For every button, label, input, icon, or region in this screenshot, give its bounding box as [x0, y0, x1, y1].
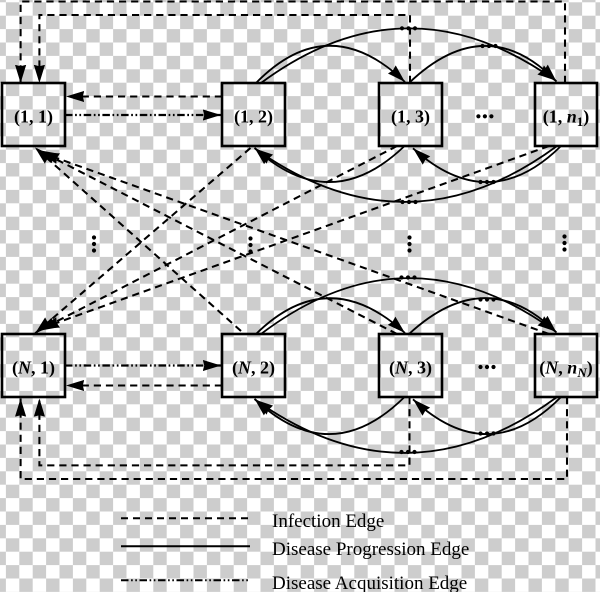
svg-text:(1, 3): (1, 3) — [391, 107, 430, 128]
svg-text:(1, n1): (1, n1) — [543, 107, 590, 130]
svg-text:(1, 2): (1, 2) — [234, 107, 273, 128]
svg-text:(1, 1): (1, 1) — [14, 107, 53, 128]
svg-text:(N, 3): (N, 3) — [389, 358, 432, 379]
svg-text:Disease Progression Edge: Disease Progression Edge — [272, 539, 469, 560]
svg-text:(N, 1): (N, 1) — [12, 358, 55, 379]
svg-text:(N, 2): (N, 2) — [232, 358, 275, 379]
svg-text:Infection Edge: Infection Edge — [272, 511, 384, 532]
svg-text:Disease Acquisition Edge: Disease Acquisition Edge — [272, 573, 467, 592]
